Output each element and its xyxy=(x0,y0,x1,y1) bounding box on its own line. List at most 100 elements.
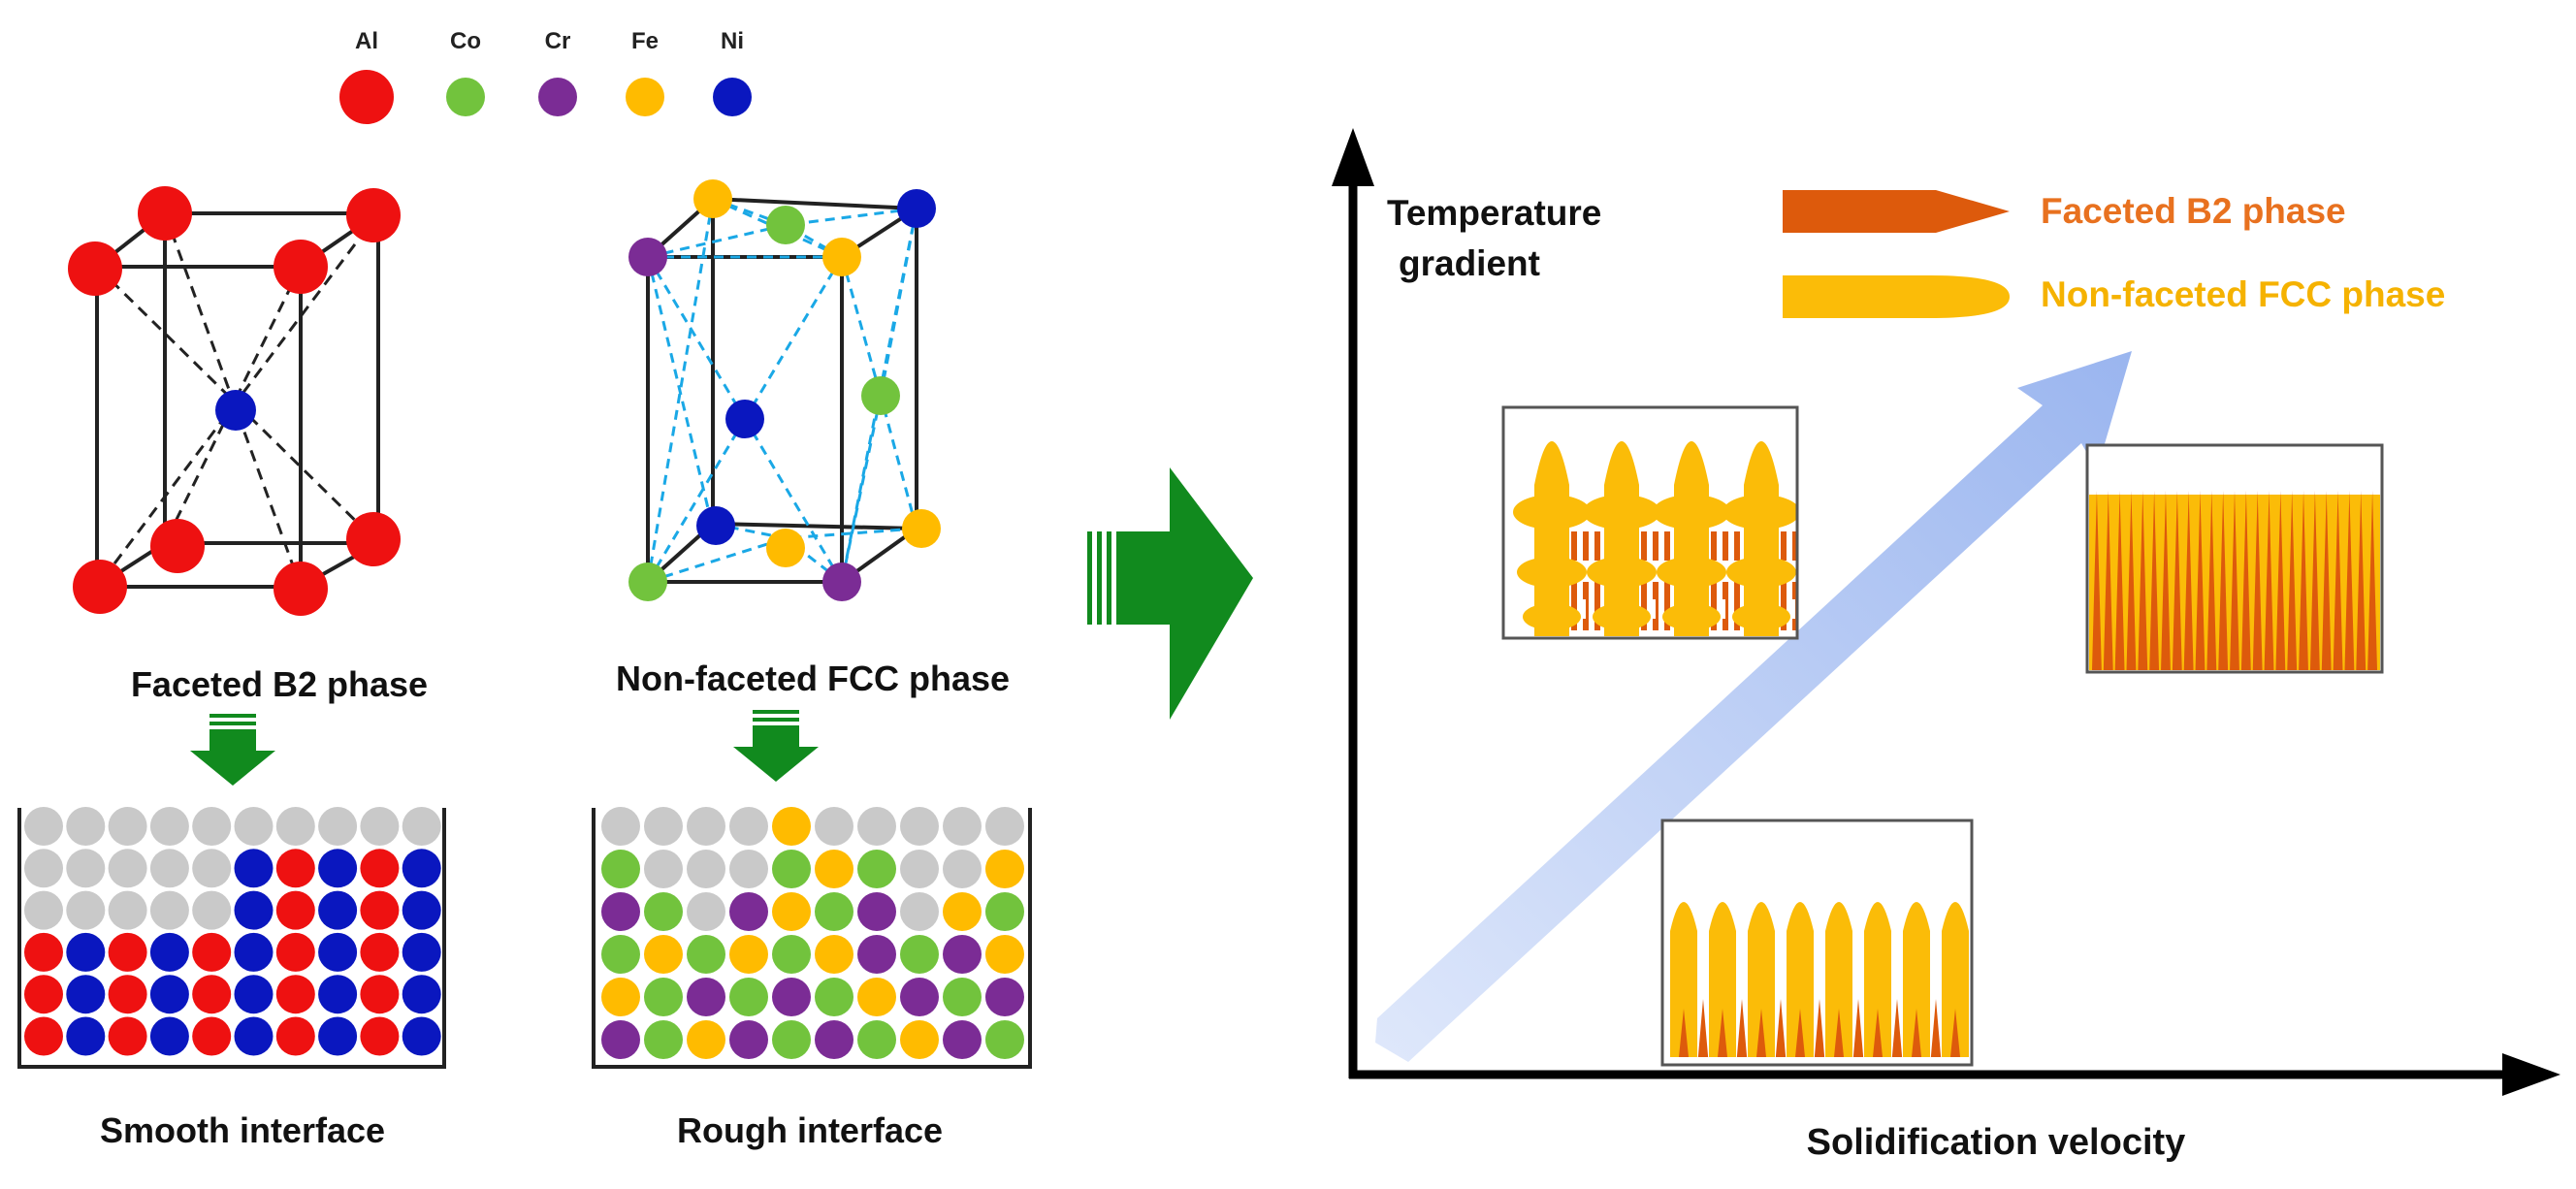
atom-circle xyxy=(644,1020,683,1059)
b2-lamella xyxy=(1781,531,1787,561)
atom-circle xyxy=(687,850,725,888)
atom-circle xyxy=(644,978,683,1016)
atom-circle xyxy=(318,1016,358,1056)
b2-lamella xyxy=(1583,531,1589,561)
down-arrow-icon xyxy=(190,714,275,786)
gap xyxy=(1721,599,1725,619)
fcc-dendrite-arm xyxy=(1726,557,1796,588)
atom-circle xyxy=(729,1020,768,1059)
atom-circle xyxy=(943,935,982,974)
b2-cell xyxy=(2195,491,2206,670)
atom-circle xyxy=(108,932,147,972)
atom-circle xyxy=(687,807,725,846)
atom-circle xyxy=(402,932,441,972)
b2-spike xyxy=(1736,999,1748,1057)
fcc-dendrite xyxy=(1787,902,1814,1057)
fcc-dendrite-arm xyxy=(1587,557,1657,588)
atom-circle xyxy=(66,1016,106,1056)
co-atom xyxy=(628,562,667,601)
b2-cell xyxy=(2092,491,2102,670)
atom-circle xyxy=(900,807,939,846)
mixed-dendrite-inset xyxy=(1501,405,1799,640)
b2-lamella xyxy=(1571,582,1577,630)
atom-circle xyxy=(192,807,232,846)
atom-circle xyxy=(985,1020,1024,1059)
fcc-dendrite xyxy=(1744,441,1779,636)
atom-circle xyxy=(360,1016,400,1056)
b2-spike xyxy=(1834,1009,1844,1057)
atom-circle xyxy=(729,978,768,1016)
y-axis-label: Temperature gradient xyxy=(1387,193,1612,283)
al-atom xyxy=(73,560,127,614)
atom-circle xyxy=(318,890,358,930)
b2-lamella xyxy=(1711,582,1717,630)
fcc-dendrite-arm xyxy=(1657,557,1726,588)
atom-circle xyxy=(360,807,400,846)
atom-circle xyxy=(24,849,63,888)
atom-circle xyxy=(601,807,640,846)
co-atom xyxy=(766,206,805,244)
fcc-dendrite xyxy=(1825,902,1852,1057)
fcc-dendrite-arm xyxy=(1593,603,1651,630)
atom-circle xyxy=(729,807,768,846)
b2-atoms xyxy=(68,186,401,616)
atom-circle xyxy=(275,849,315,888)
fcc-dendrite xyxy=(1942,902,1969,1057)
cr-atom xyxy=(628,238,667,276)
b2-legend-label: Faceted B2 phase xyxy=(2041,191,2346,231)
legend-fe-label: Fe xyxy=(631,28,659,54)
atom-circle xyxy=(192,975,232,1014)
fcc-phase-label: Non-faceted FCC phase xyxy=(616,659,1010,698)
b2-cell xyxy=(2367,491,2377,670)
atom-circle xyxy=(66,932,106,972)
atom-circle xyxy=(857,935,896,974)
atom-circle xyxy=(857,978,896,1016)
atom-circle xyxy=(402,1016,441,1056)
legend-al-label: Al xyxy=(355,28,378,54)
fcc-atoms xyxy=(628,179,941,601)
atom-circle xyxy=(729,935,768,974)
atom-circle xyxy=(900,892,939,931)
atom-circle xyxy=(360,890,400,930)
atom-circle xyxy=(900,1020,939,1059)
atom-circle xyxy=(66,849,106,888)
down-arrow-icon xyxy=(733,710,819,782)
b2-legend-swatch-icon xyxy=(1783,190,2010,233)
atom-circle xyxy=(234,1016,274,1056)
smooth-interface-grid xyxy=(24,807,441,1056)
atom-circle xyxy=(985,850,1024,888)
atom-circle xyxy=(149,890,189,930)
y-axis-arrowhead-icon xyxy=(1332,128,1374,186)
al-atom xyxy=(346,188,401,242)
ni-atom xyxy=(696,506,735,545)
b2-cell xyxy=(2206,491,2217,670)
atom-circle xyxy=(318,975,358,1014)
fcc-dendrite xyxy=(1534,441,1569,636)
atom-circle xyxy=(402,890,441,930)
legend-co-atom-icon xyxy=(446,78,485,116)
fcc-dendrite-arm xyxy=(1583,495,1660,530)
atom-circle xyxy=(149,932,189,972)
atom-circle xyxy=(318,807,358,846)
atom-circle xyxy=(857,807,896,846)
b2-cell xyxy=(2287,491,2298,670)
b2-cell xyxy=(2149,491,2160,670)
legend-fe-atom-icon xyxy=(626,78,664,116)
rough-interface-label: Rough interface xyxy=(677,1110,943,1150)
fcc-dendrite xyxy=(1709,902,1736,1057)
b2-lamella xyxy=(1734,531,1740,561)
atom-circle xyxy=(234,890,274,930)
cr-atom xyxy=(822,562,861,601)
gap xyxy=(1651,599,1656,619)
b2-spike xyxy=(1814,999,1825,1057)
b2-cell xyxy=(2138,491,2148,670)
atom-circle xyxy=(943,850,982,888)
b2-spike xyxy=(1852,999,1864,1057)
fe-atom xyxy=(822,238,861,276)
legend-co-label: Co xyxy=(450,28,481,54)
x-axis-label: Solidification velocity xyxy=(1807,1122,2186,1163)
atom-circle xyxy=(234,932,274,972)
atom-circle xyxy=(601,935,640,974)
b2-cell xyxy=(2321,491,2332,670)
